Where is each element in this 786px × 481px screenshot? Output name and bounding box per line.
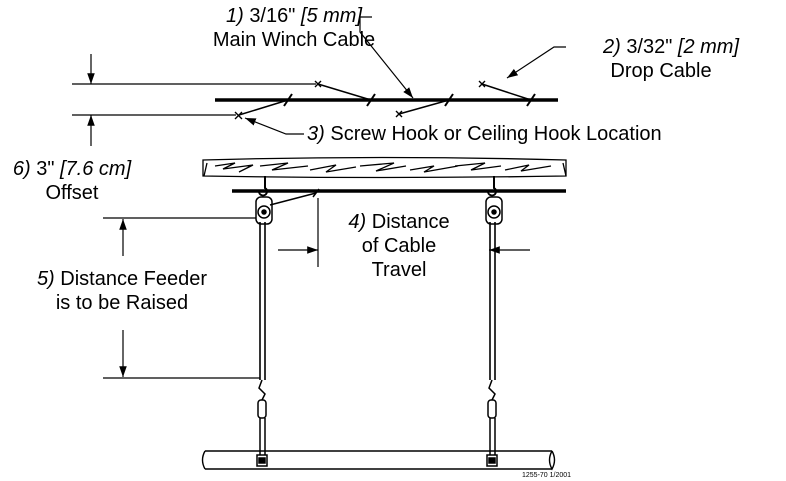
label-5-number: 5)	[36, 268, 55, 290]
label-6-size: 3"	[36, 158, 55, 180]
label-main-winch-cable: 1) 3/16" [5 mm] Main Winch Cable	[194, 4, 394, 52]
label-5-line1: Distance Feeder	[60, 268, 208, 290]
label-drop-cable: 2) 3/32" [2 mm] Drop Cable	[566, 35, 776, 83]
offset-dimension	[72, 54, 316, 146]
ceiling-hooks	[258, 176, 497, 197]
feeder-pipe	[201, 450, 556, 471]
label-1-metric: [5 mm]	[300, 5, 363, 27]
left-hanger	[256, 379, 268, 467]
label-offset: 6) 3" [7.6 cm] Offset	[2, 157, 142, 205]
drawing-code: 1255-70 1/2001	[522, 472, 572, 479]
cable-travel-dimension	[278, 198, 530, 267]
left-pulley	[255, 196, 273, 225]
label-2-desc: Drop Cable	[610, 60, 712, 82]
label-6-number: 6)	[12, 158, 31, 180]
ceiling-joist	[202, 156, 567, 179]
raise-distance-dimension	[103, 217, 260, 379]
label-5-line2: is to be Raised	[55, 292, 189, 314]
label-4-line2: of Cable	[361, 235, 437, 257]
label-2-size: 3/32"	[626, 36, 673, 58]
label-1-size: 3/16"	[249, 5, 296, 27]
label-6-metric: [7.6 cm]	[60, 158, 132, 180]
main-winch-cable-detail	[215, 83, 558, 116]
drop-cable-slack	[269, 188, 320, 206]
label-4-line1: Distance	[371, 211, 450, 233]
label-3-desc: Screw Hook or Ceiling Hook Location	[330, 123, 662, 145]
right-hanger	[486, 379, 498, 467]
label-4-line3: Travel	[371, 259, 427, 281]
right-pulley	[485, 196, 503, 225]
label-2-number: 2)	[602, 36, 621, 58]
label-leaders	[244, 16, 566, 135]
label-2-metric: [2 mm]	[677, 36, 740, 58]
label-hook-location: 3) Screw Hook or Ceiling Hook Location	[307, 122, 662, 146]
hook-location-markers	[234, 80, 486, 120]
label-cable-travel: 4) Distance of Cable Travel	[324, 210, 474, 282]
label-1-number: 1)	[225, 5, 244, 27]
label-raise-distance: 5) Distance Feeder is to be Raised	[4, 267, 240, 315]
label-6-desc: Offset	[45, 182, 99, 204]
label-4-number: 4)	[348, 211, 367, 233]
label-1-desc: Main Winch Cable	[212, 29, 376, 51]
label-3-number: 3)	[307, 123, 325, 145]
